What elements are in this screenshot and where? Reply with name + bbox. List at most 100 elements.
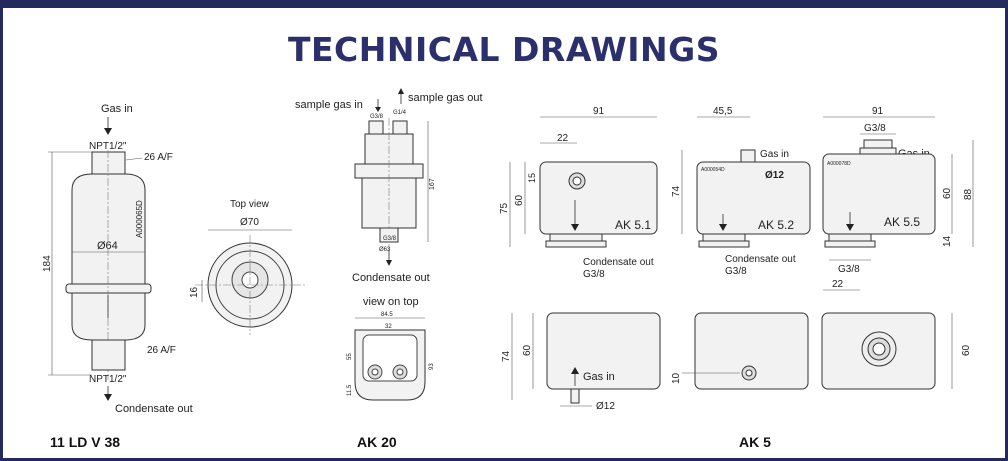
ak55-inlet2 <box>859 147 897 155</box>
ak20-g14: G1/4 <box>393 110 407 116</box>
ld-height: 184 <box>42 255 53 272</box>
ld-body <box>71 173 146 341</box>
ak5-model: AK 5 <box>739 434 771 450</box>
ld-condensate-out: Condensate out <box>115 403 193 415</box>
ak55-body <box>822 153 936 235</box>
ld-dim16: 16 <box>189 286 200 298</box>
ak55-w22: 22 <box>832 279 844 290</box>
ld-cond-arrowhead <box>104 394 112 401</box>
ak20-dia63: Ø63 <box>379 247 391 253</box>
ak51-drawing: 91 22 AK 5.1 15 60 75 Condensate out G3/… <box>499 106 658 280</box>
ak52-drawing: 45,5 Gas in A000054D Ø12 AK 5.2 74 Conde… <box>671 106 811 277</box>
ak52-w455: 45,5 <box>713 106 733 117</box>
ak20-right-port <box>392 120 408 135</box>
ak52-label: AK 5.2 <box>758 218 794 232</box>
ak52-base1 <box>702 233 746 242</box>
ak5-lower-port2-hole <box>745 369 753 377</box>
ak51-w22: 22 <box>557 133 569 144</box>
ak55-label: AK 5.5 <box>884 215 920 229</box>
ak52-gas-in: Gas in <box>760 149 789 160</box>
ak20-sample-out: sample gas out <box>408 92 483 104</box>
ak20-w32: 32 <box>385 324 392 330</box>
ak52-g: G3/8 <box>725 266 747 277</box>
ak5-lower-port3-hole <box>872 342 886 356</box>
ak5-lower-h74: 74 <box>501 350 512 362</box>
ak51-base1 <box>549 233 603 242</box>
ak55-code: A000078D <box>827 161 851 167</box>
ld-drawing: Gas in NPT1/2" 26 A/F A000065D Ø64 26 A/… <box>42 103 305 450</box>
ak20-h55: 55 <box>347 353 353 360</box>
ld-top-fitting <box>91 151 126 175</box>
ak55-h14: 14 <box>942 235 953 247</box>
ak52-base2 <box>698 240 750 248</box>
ld-code: A000065D <box>135 200 144 238</box>
ak51-label: AK 5.1 <box>615 218 651 232</box>
top-bar <box>0 0 1008 8</box>
ak5-lower-body2 <box>694 312 809 390</box>
ak55-g38: G3/8 <box>864 123 886 134</box>
ak52-body <box>696 161 811 235</box>
ak55-h88: 88 <box>963 188 974 200</box>
ak55-inlet1 <box>863 139 893 149</box>
ak5-lower-stub <box>570 388 580 404</box>
ak20-out-arrowhead <box>398 88 404 94</box>
ak51-base2 <box>545 240 607 248</box>
ak52-dia12: Ø12 <box>765 170 784 181</box>
ak55-drawing: 91 G3/8 Gas in A000078D AK 5.5 60 88 14 … <box>822 106 974 291</box>
ld-af-top: 26 A/F <box>144 152 173 163</box>
ak55-g-bottom: G3/8 <box>838 264 860 275</box>
ak20-view-on-top: view on top <box>363 296 419 308</box>
ak20-in-arrowhead <box>375 107 381 112</box>
ak20-h115: 11.5 <box>347 384 353 396</box>
ak51-arrowhead <box>571 224 579 231</box>
ld-gas-in-label: Gas in <box>101 103 133 115</box>
ak51-cond: Condensate out <box>583 257 654 268</box>
ak51-g: G3/8 <box>583 269 605 280</box>
ld-gas-in-arrowhead <box>104 128 112 135</box>
ak52-cond: Condensate out <box>725 254 796 265</box>
ld-npt-bottom: NPT1/2" <box>89 374 127 385</box>
ak5-lower-arrowhead <box>571 367 579 374</box>
ak20-drain <box>379 227 399 243</box>
ak5-lower-dia12: Ø12 <box>596 401 615 412</box>
ld-af-bottom: 26 A/F <box>147 345 176 356</box>
ld-npt-top: NPT1/2" <box>89 141 127 152</box>
ld-collar <box>65 283 152 294</box>
ld-dia: Ø64 <box>97 240 118 252</box>
ak20-drawing: sample gas in sample gas out G3/8 G1/4 G… <box>295 88 483 450</box>
ak20-h93: 93 <box>429 363 435 370</box>
ak20-height: 167 <box>429 178 436 190</box>
ak5-lower-h10: 10 <box>671 372 682 384</box>
ak20-top-port2-hole <box>396 368 404 376</box>
ak51-port-hole <box>572 176 582 186</box>
ld-af-top-leader <box>125 157 143 161</box>
ak5-lower-drawing: 74 60 Gas in Ø12 10 60 <box>501 312 972 412</box>
ak55-base2 <box>824 240 876 248</box>
ak52-code: A000054D <box>701 167 725 173</box>
ak55-base1 <box>828 233 872 242</box>
ak20-left-port <box>368 120 384 135</box>
page-title: TECHNICAL DRAWINGS <box>287 30 721 69</box>
ak20-top-port1-hole <box>371 368 379 376</box>
ak55-w91: 91 <box>872 106 884 117</box>
ak55-cond-arrowhead <box>846 224 854 231</box>
ak52-cond-arrowhead <box>719 224 727 231</box>
ld-model: 11 LD V 38 <box>50 434 120 450</box>
ak5-lower-h60b: 60 <box>961 344 972 356</box>
ak51-h60: 60 <box>514 194 525 206</box>
ak5-lower-gas-in: Gas in <box>583 371 615 383</box>
ak20-sample-in: sample gas in <box>295 99 363 111</box>
ak20-g38: G3/8 <box>370 114 384 120</box>
ak52-inlet <box>740 149 756 163</box>
ak20-condensate-out: Condensate out <box>352 272 430 284</box>
ak51-h15: 15 <box>527 173 537 183</box>
ak55-h60: 60 <box>942 187 953 199</box>
ak20-g38-bottom: G3/8 <box>383 236 397 242</box>
ak20-model: AK 20 <box>357 434 397 450</box>
ak20-w845: 84.5 <box>381 312 393 318</box>
ak52-h74: 74 <box>671 185 682 197</box>
ld-dia70: Ø70 <box>240 217 259 228</box>
ld-bottom-fitting <box>91 339 126 371</box>
ld-top-view-label: Top view <box>230 199 270 210</box>
